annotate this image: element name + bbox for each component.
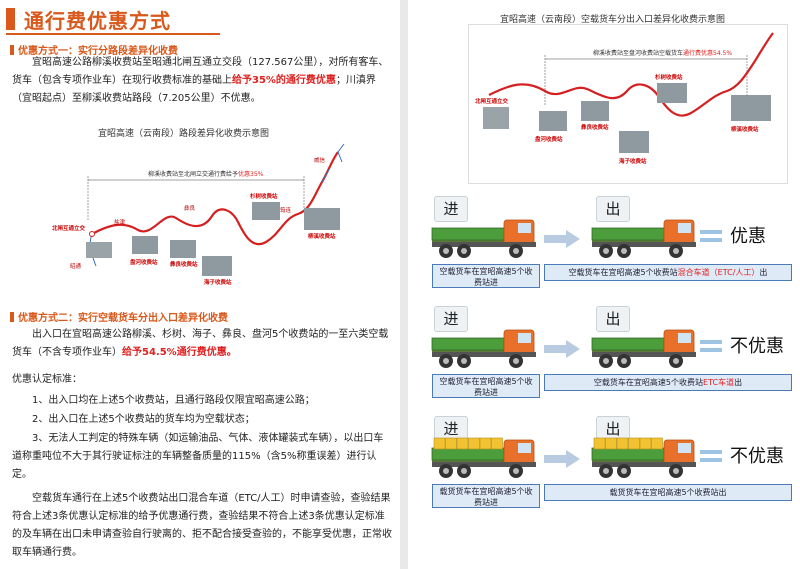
entry-caption: 载货货车在宜昭高速5个收费站进 [432, 484, 540, 508]
map1-station-haizi: 海子收费站 [204, 278, 232, 286]
truck-row-2: 进 出 不优惠 空载货车在宜昭高速5个收费站进 空载货车在宜昭高速5个收费站ET… [408, 306, 800, 406]
entry-truck-icon [430, 436, 542, 482]
title-accent-bar [6, 8, 15, 30]
arrow-icon [544, 230, 580, 252]
criteria-item-3: 3、无法人工判定的特殊车辆（如运输油品、气体、液体罐装式车辆），以出口车道称重吨… [12, 433, 384, 480]
truck-row-1: 进 出 优惠 空载货车在宜昭高速5个收费站进 空载货车在宜昭高速5个收费站混合车… [408, 196, 800, 296]
svg-text:彝良: 彝良 [184, 204, 196, 212]
exit-truck-icon [590, 216, 702, 262]
map1-station-yiliang: 彝良收费站 [170, 260, 198, 268]
method2-heading: 优惠方式二：实行空载货车分出入口差异化收费 [10, 309, 228, 324]
map2-station-panhe: 盘河收费站 [535, 135, 563, 143]
entry-caption: 空载货车在宜昭高速5个收费站进 [432, 264, 540, 288]
exit-truck-icon [590, 326, 702, 372]
criteria-item-2: 2、出入口在上述5个收费站的货车均为空载状态； [32, 414, 255, 425]
map1-station-panhe: 盘河收费站 [130, 258, 158, 266]
method2-paragraph: 出入口在宜昭高速公路柳溪、杉树、海子、彝良、盘河5个收费站的一至六类空载货车（不… [12, 329, 389, 358]
svg-text:柳溪收费站至盘河收费站空载货车通行费优惠54.5%: 柳溪收费站至盘河收费站空载货车通行费优惠54.5% [593, 49, 732, 57]
page-gutter [400, 0, 408, 569]
left-page: 通行费优惠方式 优惠方式一：实行分路段差异化收费 宜昭高速公路柳溪收费站至昭通北… [6, 8, 392, 558]
inspection-paragraph: 空载货车通行在上述5个收费站出口混合车道（ETC/人工）时申请查验，查验结果符合… [12, 493, 392, 558]
svg-text:盐津: 盐津 [114, 218, 126, 226]
entry-truck-icon [430, 216, 542, 262]
map2-station-beizha: 北闸互通立交 [475, 97, 509, 105]
equals-icon [700, 450, 722, 466]
exit-caption: 空载货车在宜昭高速5个收费站ETC车道出 [544, 374, 792, 391]
criteria-heading: 优惠认定标准： [12, 374, 82, 385]
title-underline [6, 33, 220, 35]
entry-sign: 进 [434, 196, 468, 222]
result-label: 不优惠 [730, 336, 784, 357]
exit-caption: 空载货车在宜昭高速5个收费站混合车道（ETC/人工）出 [544, 264, 792, 281]
truck-row-3: 进 出 不优惠 载货货车在宜昭高速5个收费站进 载货货车在宜昭高速5个收费站出 [408, 416, 800, 516]
entry-truck-icon [430, 326, 542, 372]
map2-station-liuxi: 柳溪收费站 [731, 125, 759, 133]
result-label: 优惠 [730, 226, 766, 247]
map1-diagram: 柳溪收费站至北闸立交通行费给予优惠35% 北闸互通立交 盘河收费站 彝良收费站 … [52, 138, 352, 288]
svg-text:筠连: 筠连 [280, 206, 292, 214]
map2-station-yiliang: 彝良收费站 [581, 123, 609, 131]
map1-station-beizha: 北闸互通立交 [52, 224, 86, 232]
map1-station-shanshu: 杉树收费站 [250, 192, 278, 200]
map2-station-haizi: 海子收费站 [619, 157, 647, 165]
svg-text:威信: 威信 [314, 156, 326, 164]
svg-text:柳溪收费站至北闸立交通行费给予优惠35%: 柳溪收费站至北闸立交通行费给予优惠35% [148, 170, 264, 178]
map2-diagram: 柳溪收费站至盘河收费站空载货车通行费优惠54.5% 北闸互通立交 盘河收费站 彝… [468, 24, 788, 184]
result-label: 不优惠 [730, 446, 784, 467]
exit-sign: 出 [596, 306, 630, 332]
method1-heading: 优惠方式一：实行分路段差异化收费 [10, 42, 178, 57]
exit-truck-icon [590, 436, 702, 482]
map1-station-liuxi: 柳溪收费站 [308, 232, 336, 240]
right-page: 宜昭高速（云南段）空载货车分出入口差异化收费示意图 柳溪收费站至盘河收费站空载货… [408, 0, 800, 569]
entry-sign: 进 [434, 306, 468, 332]
svg-text:昭通: 昭通 [70, 262, 82, 270]
method1-paragraph: 宜昭高速公路柳溪收费站至昭通北闸互通立交段（127.567公里），对所有客车、货… [12, 57, 389, 104]
equals-icon [700, 230, 722, 246]
exit-caption: 载货货车在宜昭高速5个收费站出 [544, 484, 792, 501]
equals-icon [700, 340, 722, 356]
page-title: 通行费优惠方式 [24, 9, 171, 33]
entry-caption: 空载货车在宜昭高速5个收费站进 [432, 374, 540, 398]
exit-sign: 出 [596, 196, 630, 222]
arrow-icon [544, 450, 580, 472]
map2-station-shanshu: 杉树收费站 [655, 73, 683, 81]
exit-sign: 出 [596, 416, 630, 442]
arrow-icon [544, 340, 580, 362]
criteria-item-1: 1、出入口均在上述5个收费站，且通行路段仅限宜昭高速公路； [32, 395, 315, 406]
map1-title: 宜昭高速（云南段）路段差异化收费示意图 [98, 129, 270, 139]
map2-title: 宜昭高速（云南段）空载货车分出入口差异化收费示意图 [500, 15, 726, 25]
